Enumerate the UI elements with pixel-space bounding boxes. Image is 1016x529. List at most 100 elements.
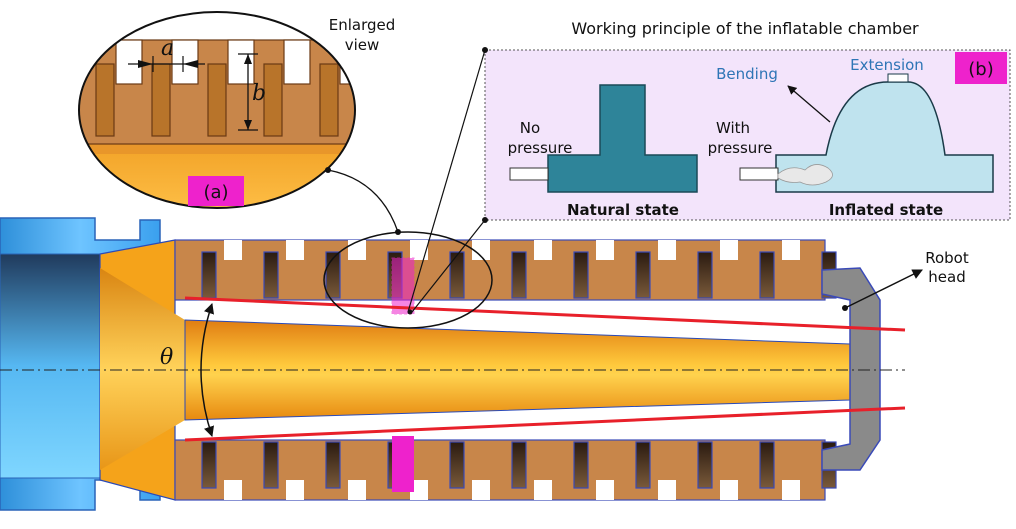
dim-b-arrow-bottom	[244, 120, 252, 130]
robot-head-arrow	[844, 269, 923, 309]
top-bellows	[174, 239, 862, 301]
extension-cap	[887, 73, 909, 83]
with-pressure-2: pressure	[708, 139, 773, 157]
natural-state-inlet	[509, 167, 549, 181]
inflated-state-label: Inflated state	[829, 201, 943, 219]
red-line-bottom	[184, 406, 906, 442]
angle-arc	[200, 303, 214, 437]
connector-dot-chamber	[407, 309, 413, 315]
panel-b-title: Working principle of the inflatable cham…	[571, 19, 919, 38]
bottom-bellows-gap	[720, 480, 738, 500]
extension-label: Extension	[850, 56, 924, 74]
bottom-bellows-band	[174, 439, 826, 501]
bottom-bellows-chamber	[635, 441, 651, 489]
no-pressure-1: No	[520, 119, 540, 137]
bottom-bellows-gap	[472, 480, 490, 500]
robot-head-part	[821, 267, 881, 471]
top-bellows-gap	[286, 240, 304, 260]
top-bellows-chamber	[635, 251, 651, 299]
bottom-bellows-gap	[658, 480, 676, 500]
angle-label: θ	[160, 345, 173, 370]
top-bellows-gap	[224, 240, 242, 260]
panel-b: Working principle of the inflatable cham…	[407, 19, 1011, 315]
bottom-bellows-gap	[286, 480, 304, 500]
top-bellows-gap	[348, 240, 366, 260]
dim-b-label: b	[252, 81, 266, 106]
bottom-bellows-gap	[410, 480, 428, 500]
inset-chamber	[95, 63, 115, 137]
natural-state-shape	[547, 84, 698, 193]
top-bellows-chamber	[201, 251, 217, 299]
connector-b-bottom	[411, 219, 486, 313]
enlarge-source-ellipse	[323, 231, 493, 329]
top-bellows-chamber	[697, 251, 713, 299]
with-pressure-1: With	[716, 119, 750, 137]
robot-head-label-1: Robot	[925, 249, 969, 267]
bottom-bellows-chamber	[325, 441, 341, 489]
bending-arrow	[787, 85, 831, 123]
bottom-bellows-chamber	[201, 441, 217, 489]
inset-gap	[283, 39, 311, 85]
red-line-top	[184, 296, 906, 332]
inflated-state-inlet	[739, 167, 779, 181]
bottom-bellows-chamber	[449, 441, 465, 489]
dim-a-label: a	[161, 36, 174, 61]
panel-a-ellipse	[78, 11, 356, 209]
panel-a-tag-bg	[188, 176, 244, 206]
bottom-bellows	[174, 439, 862, 501]
top-bellows-gap	[658, 240, 676, 260]
robot-head-label-2: head	[928, 268, 965, 286]
top-bellows-gap	[720, 240, 738, 260]
top-bellows-gap	[844, 240, 862, 260]
enlarged-view-label-1: Enlarged	[329, 16, 396, 34]
bottom-bellows-chamber	[759, 441, 775, 489]
top-bellows-chamber	[759, 251, 775, 299]
panel-b-tag: (b)	[968, 59, 993, 80]
no-pressure-2: pressure	[508, 139, 573, 157]
bottom-bellows-gap	[224, 480, 242, 500]
bottom-bellows-chamber	[697, 441, 713, 489]
top-bellows-chamber	[573, 251, 589, 299]
inset-bellows	[79, 39, 355, 145]
bending-label: Bending	[716, 65, 778, 83]
bottom-bellows-gap	[534, 480, 552, 500]
panel-b-tag-bg	[955, 52, 1007, 84]
top-bellows-gap	[534, 240, 552, 260]
top-bellows-gap	[410, 240, 428, 260]
bottom-bellows-chamber	[263, 441, 279, 489]
magenta-chamber-top	[391, 257, 415, 315]
blue-base-bore	[0, 253, 101, 479]
inset-chamber	[319, 63, 339, 137]
bottom-bellows-gap	[844, 480, 862, 500]
top-bellows-chamber	[511, 251, 527, 299]
top-bellows-chamber	[263, 251, 279, 299]
bottom-bellows-gap	[596, 480, 614, 500]
enlarged-view-label-2: view	[345, 36, 380, 54]
connector-a	[327, 169, 399, 233]
air-puff	[777, 164, 833, 186]
connector-b-top	[407, 49, 486, 313]
natural-state-label: Natural state	[567, 201, 679, 219]
bottom-bellows-gap	[348, 480, 366, 500]
top-bellows-gap	[596, 240, 614, 260]
inset-chamber	[263, 63, 283, 137]
top-bellows-gap	[782, 240, 800, 260]
connector-dot-source	[395, 229, 401, 235]
bottom-bellows-chamber	[573, 441, 589, 489]
robot-head-dot	[842, 305, 848, 311]
magenta-chamber-bottom	[392, 436, 414, 492]
inset-gap	[115, 39, 143, 85]
inset-chamber	[151, 63, 171, 137]
panel-a: a b (a) Enlarged view	[78, 11, 401, 235]
panel-a-tag: (a)	[203, 182, 228, 203]
dim-b-arrow-top	[244, 54, 252, 64]
dim-a-arrow-left	[138, 60, 153, 68]
dim-a-arrow-right	[183, 60, 198, 68]
top-bellows-band	[174, 239, 826, 301]
top-bellows-chamber	[449, 251, 465, 299]
inset-chamber	[207, 63, 227, 137]
top-bellows-gap	[472, 240, 490, 260]
bottom-bellows-gap	[782, 480, 800, 500]
robot-body: θ Robot head	[0, 217, 969, 511]
